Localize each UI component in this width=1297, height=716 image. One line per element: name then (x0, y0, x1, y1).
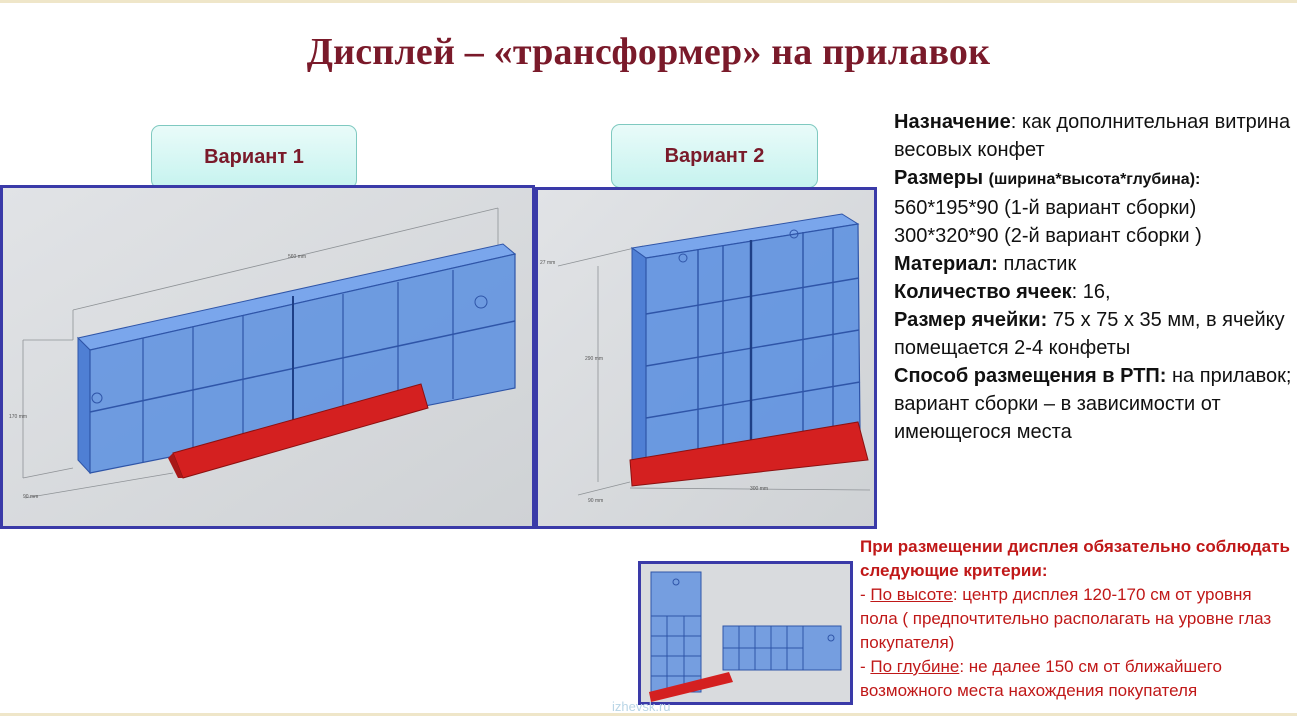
cell-size-text: 75 х 75 х 35 мм, в ячейку помещается 2-4… (894, 309, 1285, 359)
variant-2-tab: Вариант 2 (611, 124, 818, 188)
criteria-depth-text: : не далее 150 см от ближайшего возможно… (860, 657, 1222, 700)
placement-criteria: При размещении дисплея обязательно соблю… (860, 535, 1292, 703)
top-rule (0, 0, 1297, 3)
product-description: Назначение: как дополнительная витрина в… (894, 108, 1294, 446)
purpose-label: Назначение (894, 111, 1011, 133)
page-title: Дисплей – «трансформер» на прилавок (306, 31, 991, 73)
placement-photo (638, 561, 853, 705)
criteria-item-2-prefix: - (860, 657, 871, 676)
placement-photo-illustration (641, 564, 850, 702)
bottom-rule (0, 713, 1297, 716)
photo-horizontal-display (722, 625, 842, 671)
watermark: izhevsk.ru (612, 699, 671, 714)
v1-width-dimension: 560 mm (288, 254, 306, 260)
variant-1-render: 560 mm 170 mm 90 mm (0, 185, 535, 529)
criteria-height-text: : центр дисплея 120-170 см от уровня пол… (860, 585, 1272, 652)
v2-depth-dimension: 90 mm (588, 498, 603, 504)
cell-size-label: Размер ячейки: (894, 309, 1048, 331)
v1-red-base (168, 383, 429, 479)
variant-2-render: 27 mm 290 mm 90 mm 300 mm (535, 187, 877, 529)
photo-vertical-display (650, 571, 702, 693)
variant-1-tab: Вариант 1 (151, 125, 357, 189)
purpose-text: : как дополнительная витрина весовых кон… (894, 111, 1291, 161)
size-variant-1: 560*195*90 (1-й вариант сборки) (894, 197, 1197, 219)
v1-height-dimension: 170 mm (9, 414, 27, 420)
placement-text: на прилавок; вариант сборки – в зависимо… (894, 365, 1292, 443)
cells-text: : 16, (1071, 281, 1111, 303)
criteria-height-label: По высоте (870, 585, 953, 604)
size-hint: (ширина*высота*глубина): (988, 171, 1201, 188)
size-variant-2: 300*320*90 (2-й вариант сборки ) (894, 225, 1202, 247)
criteria-heading: При размещении дисплея обязательно соблю… (860, 537, 1290, 580)
v1-display-box (77, 243, 517, 475)
v2-width-dimension: 300 mm (750, 486, 768, 492)
placement-label: Способ размещения в РТП: (894, 365, 1167, 387)
v2-height-dimension: 290 mm (585, 356, 603, 362)
material-text: пластик (997, 253, 1077, 275)
variant-2-illustration: 27 mm 290 mm 90 mm 300 mm (538, 190, 874, 526)
criteria-depth-label: По глубине (870, 657, 960, 676)
cells-label: Количество ячеек (894, 281, 1072, 303)
v2-top-dimension: 27 mm (540, 260, 555, 266)
v1-depth-dimension: 90 mm (23, 494, 38, 500)
size-label: Размеры (894, 167, 984, 189)
criteria-item-1-prefix: - (860, 585, 871, 604)
v2-display-box (630, 213, 861, 481)
photo-red-base (649, 672, 733, 702)
variant-1-illustration: 560 mm 170 mm 90 mm (3, 188, 532, 526)
v2-red-base (629, 421, 869, 487)
material-label: Материал: (894, 253, 998, 275)
